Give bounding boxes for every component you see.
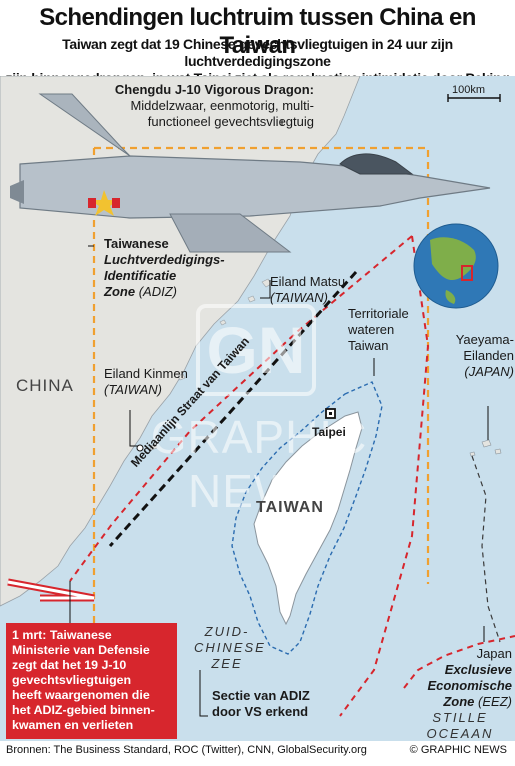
jet-desc-line2: functioneel gevechtsvliegtuig <box>147 114 314 129</box>
pacific-ocean-label: STILLE OCEAAN <box>420 710 500 741</box>
territorial-line3: Taiwan <box>348 338 389 353</box>
us-section-line1: Sectie van ADIZ <box>212 688 310 703</box>
adiz-label-line2: Luchtverdedigings- <box>104 252 225 267</box>
eez-abbr: (EEZ) <box>478 694 512 709</box>
taiwan-island <box>253 411 363 626</box>
kinmen-country: (TAIWAN) <box>104 382 163 397</box>
red-box-line3: zegt dat het 19 J-10 <box>12 658 127 672</box>
matsu-country: (TAIWAN) <box>270 290 329 305</box>
page-title: Schendingen luchtruim tussen China en Ta… <box>39 4 476 59</box>
us-section-label: Sectie van ADIZ door VS erkend <box>212 688 310 720</box>
median-line <box>108 270 358 548</box>
yaeyama-label: Yaeyama- Eilanden (JAPAN) <box>444 332 514 380</box>
red-box-line1: 1 mrt: Taiwanese <box>12 628 112 642</box>
eez-boundary <box>69 235 515 717</box>
watermark-logo-text: GN <box>206 313 306 387</box>
leader-kinmen <box>129 410 140 447</box>
taiwan-label: TAIWAN <box>256 499 324 516</box>
china-label: CHINA <box>16 376 74 395</box>
scale-label: 100km <box>452 84 486 96</box>
adiz-label: Taiwanese Luchtverdedigings- Identificat… <box>104 236 264 300</box>
adiz-label-zone: Zone <box>104 284 136 299</box>
japan-eez-boundary <box>471 455 501 643</box>
japan-eez-label: Japan Exclusieve Economische Zone (EEZ) <box>420 646 512 710</box>
kinmen-marker <box>136 444 144 452</box>
jet-description: Chengdu J-10 Vigorous Dragon: Middelzwaa… <box>94 82 314 130</box>
eez-country: Japan <box>476 646 512 661</box>
incursion-arrow <box>7 578 95 602</box>
yaeyama-country: (JAPAN) <box>464 364 514 379</box>
red-box-line4: gevechtsvliegtuigen <box>12 673 132 687</box>
kinmen-name: Eiland Kinmen <box>104 366 188 381</box>
territorial-line2: wateren <box>348 322 395 337</box>
incursion-info-box: 1 mrt: Taiwanese Ministerie van Defensie… <box>6 623 177 739</box>
sources-footer: Bronnen: The Business Standard, ROC (Twi… <box>6 744 367 756</box>
scs-line3: ZEE <box>211 656 243 671</box>
adiz-label-line1: Taiwanese <box>104 236 169 251</box>
territorial-waters-boundary <box>231 381 383 655</box>
scs-line1: ZUID- <box>204 624 250 639</box>
watermark-logo: GN <box>196 304 316 396</box>
watermark-text: GRAPHIC NEWS <box>150 411 368 517</box>
j10-fighter-jet <box>10 93 491 253</box>
credit: © GRAPHIC NEWS <box>409 744 507 756</box>
subtitle-line-1: Taiwan zegt dat 19 Chinese gevechtsvlieg… <box>62 36 453 69</box>
red-box-line2: Ministerie van Defensie <box>12 643 150 657</box>
leader-matsu <box>260 280 271 299</box>
eez-line1: Exclusieve <box>444 662 512 677</box>
kinmen-label: Eiland Kinmen (TAIWAN) <box>104 366 188 398</box>
yaeyama-line2: Eilanden <box>463 348 514 363</box>
globe-icon <box>413 223 499 309</box>
taipei-label: Taipei <box>312 425 346 439</box>
adiz-boundary <box>92 146 430 631</box>
pacific-line2: OCEAAN <box>426 726 494 741</box>
eez-line2: Economische <box>427 678 512 693</box>
matsu-name: Eiland Matsu <box>270 274 346 289</box>
scs-line2: CHINESE <box>194 640 266 655</box>
map-graphics <box>0 76 515 717</box>
pacific-line1: STILLE <box>432 710 488 725</box>
red-box-line7: kwamen en verlieten <box>12 718 134 732</box>
adiz-label-line3: Identificatie <box>104 268 177 283</box>
us-section-line2: door VS erkend <box>212 704 309 719</box>
south-china-sea-label: ZUID- CHINESE ZEE <box>194 624 266 672</box>
pla-star-roundel <box>90 190 119 216</box>
yaeyama-line1: Yaeyama- <box>455 332 514 347</box>
map: GN GRAPHIC NEWS Chengdu J-10 Vigorous Dr… <box>0 76 515 741</box>
yaeyama-islands <box>469 439 502 457</box>
red-box-line5: heeft waargenomen die <box>12 688 150 702</box>
coastal-islands <box>149 278 272 451</box>
territorial-waters-label: Territoriale wateren Taiwan <box>348 306 409 354</box>
scale-bar <box>447 94 501 102</box>
jet-desc-line1: Middelzwaar, eenmotorig, multi- <box>130 98 314 113</box>
jet-name: Chengdu J-10 Vigorous Dragon: <box>114 82 314 97</box>
matsu-label: Eiland Matsu (TAIWAN) <box>270 274 345 306</box>
adiz-label-abbr: (ADIZ) <box>138 284 177 299</box>
territorial-line1: Territoriale <box>348 306 409 321</box>
us-section-marker <box>199 670 208 717</box>
eez-line3: Zone <box>443 694 475 709</box>
red-box-line6: het ADIZ-gebied binnen- <box>12 703 155 717</box>
